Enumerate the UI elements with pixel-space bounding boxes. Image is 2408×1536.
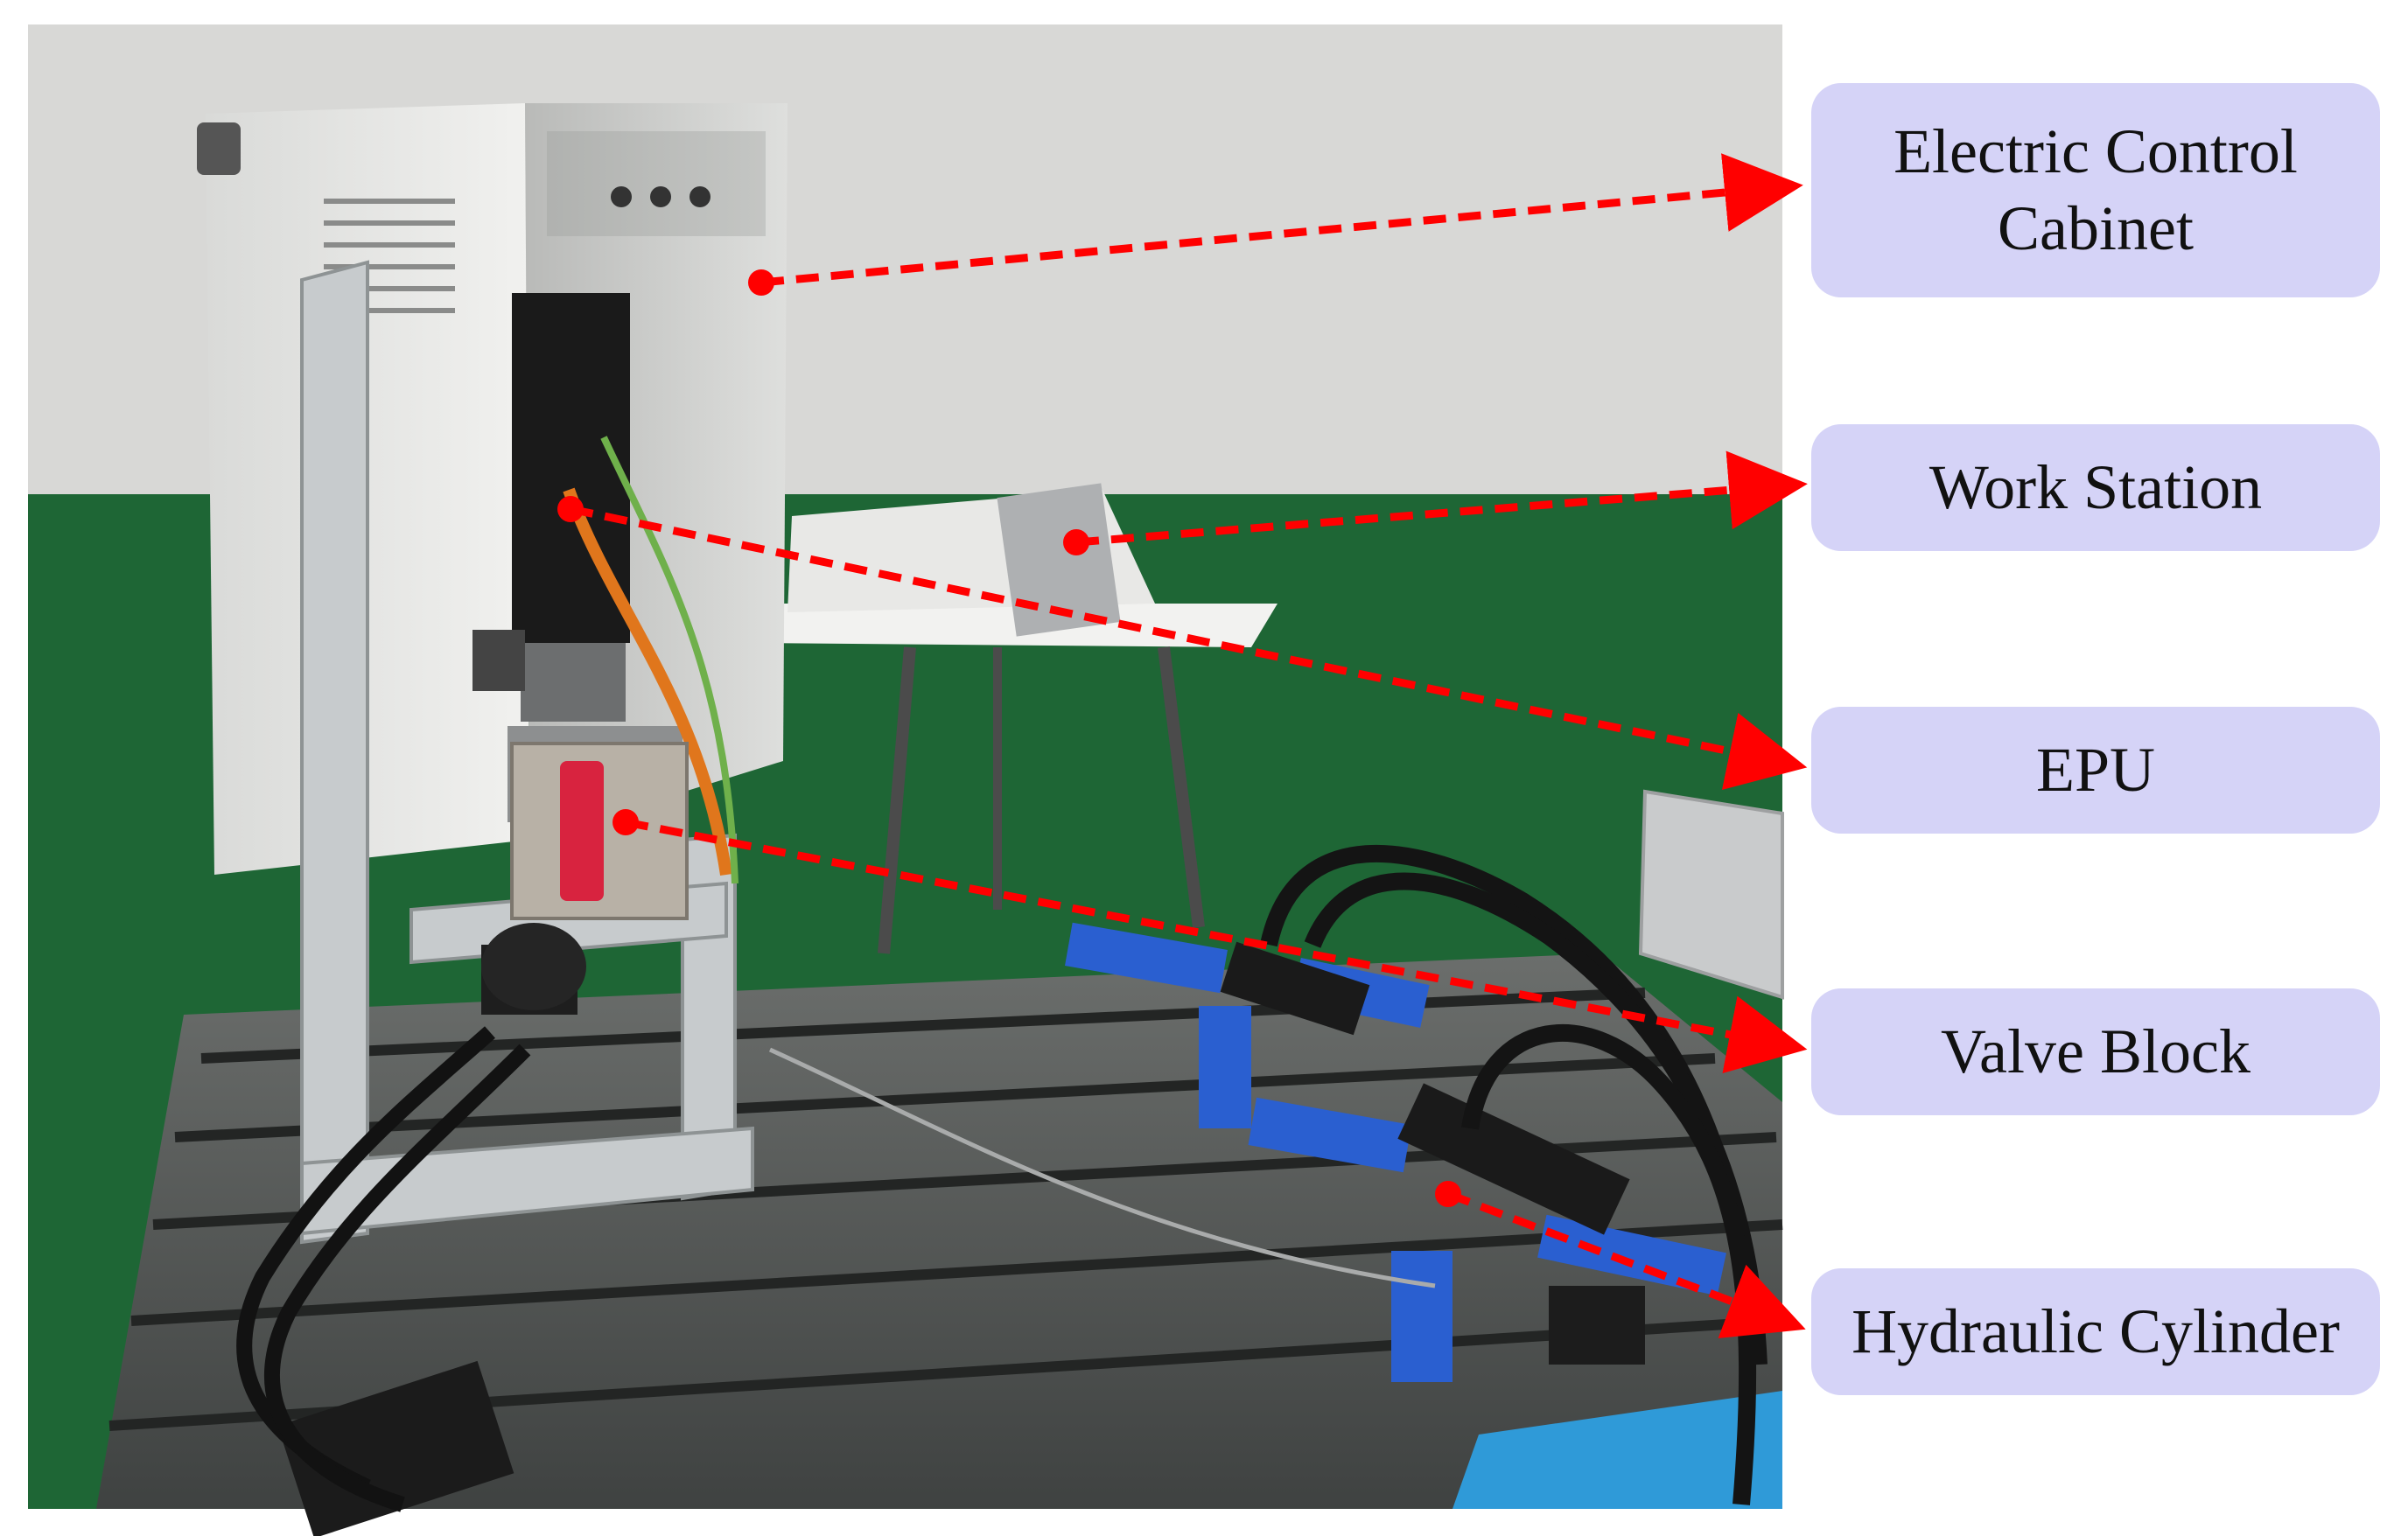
label-text-line: Valve Block <box>1941 1016 2250 1086</box>
label-text-line: Work Station <box>1928 451 2263 522</box>
label-hydraulic-cylinder: Hydraulic Cylinder <box>1811 1268 2380 1395</box>
hoses-left <box>236 1026 531 1512</box>
label-electric-control-cabinet: Electric Control Cabinet <box>1811 83 2380 297</box>
label-text-line: EPU <box>2035 734 2156 805</box>
label-epu: EPU <box>1811 707 2380 834</box>
label-text-line: Hydraulic Cylinder <box>1852 1295 2340 1366</box>
label-work-station: Work Station <box>1811 424 2380 551</box>
test-bench <box>96 953 1783 1536</box>
label-text-line: Electric Control <box>1894 115 2298 186</box>
label-valve-block: Valve Block <box>1811 988 2380 1115</box>
label-text-line: Cabinet <box>1998 192 2194 263</box>
